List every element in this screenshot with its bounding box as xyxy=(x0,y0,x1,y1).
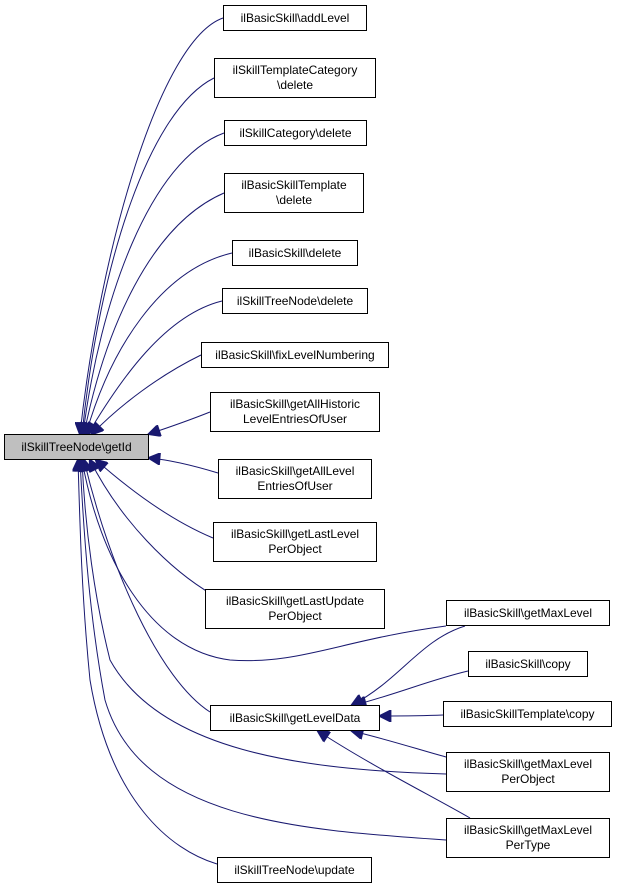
edge-getLastUpdate-to-focus xyxy=(90,460,214,596)
caller-node-copy[interactable]: ilBasicSkill\copy xyxy=(468,651,588,677)
node-label: ilBasicSkill\copy xyxy=(485,656,571,671)
edge-getMaxLevel-to-focus xyxy=(82,460,447,662)
node-label: \delete xyxy=(275,193,313,207)
caller-node-addLevel[interactable]: ilBasicSkill\addLevel xyxy=(223,5,367,31)
caller-node-tn-delete[interactable]: ilSkillTreeNode\delete xyxy=(222,288,368,314)
node-label: ilBasicSkill\getMaxLevel xyxy=(463,605,593,620)
node-label: EntriesOfUser xyxy=(257,479,333,493)
caller-node-bstpl-delete[interactable]: ilBasicSkillTemplate\delete xyxy=(224,173,364,213)
edge-getLastLevel-to-focus xyxy=(96,460,214,539)
node-label: ilBasicSkill\getAllHistoric xyxy=(229,397,361,411)
node-label: ilBasicSkill\delete xyxy=(248,245,342,260)
caller-node-getLevelData[interactable]: ilBasicSkill\getLevelData xyxy=(210,705,380,731)
node-label: ilBasicSkill\getLastUpdate xyxy=(225,594,365,608)
edge-tplcat-delete-to-focus xyxy=(82,77,215,434)
edge-bstpl-delete-to-focus xyxy=(84,192,225,434)
edge-tn-update-to-focus xyxy=(78,460,218,865)
node-label: ilSkillTreeNode\update xyxy=(234,862,355,877)
node-label: PerObject xyxy=(268,609,322,623)
node-label: ilBasicSkill\getLevelData xyxy=(229,710,361,725)
edge-tn-delete-to-focus xyxy=(88,300,223,434)
node-label: ilSkillTemplateCategory xyxy=(232,63,358,77)
focus-node: ilSkillTreeNode\getId xyxy=(4,434,149,460)
caller-node-bs-delete[interactable]: ilBasicSkill\delete xyxy=(232,240,358,266)
node-label: ilBasicSkill\getMaxLevel xyxy=(463,823,593,837)
edge-copy-to-getLevelData xyxy=(355,670,469,705)
node-label: ilBasicSkill\fixLevelNumbering xyxy=(215,347,375,362)
node-label: PerObject xyxy=(268,542,322,556)
node-label: PerType xyxy=(505,838,551,852)
edge-bs-delete-to-focus xyxy=(86,252,233,434)
node-label: ilSkillTreeNode\getId xyxy=(21,439,132,454)
edge-addLevel-to-focus xyxy=(80,17,224,434)
caller-node-cat-delete[interactable]: ilSkillCategory\delete xyxy=(224,120,367,146)
node-label: LevelEntriesOfUser xyxy=(242,412,348,426)
caller-node-fixLevelNumbering[interactable]: ilBasicSkill\fixLevelNumbering xyxy=(201,342,389,368)
edge-getAllLevel-to-focus xyxy=(149,458,219,474)
edge-cat-delete-to-focus xyxy=(83,132,225,434)
edge-getMaxLevel-to-getLevelData xyxy=(352,625,466,705)
edge-getAllHistoric-to-focus xyxy=(149,411,211,434)
node-label: ilBasicSkillTemplate\copy xyxy=(460,706,595,721)
node-label: PerObject xyxy=(501,772,555,786)
caller-node-tplcat-delete[interactable]: ilSkillTemplateCategory\delete xyxy=(214,58,376,98)
node-label: ilSkillCategory\delete xyxy=(239,125,352,140)
node-label: ilBasicSkillTemplate xyxy=(241,178,347,192)
edge-getMaxLevelPerType-to-getLevelData xyxy=(318,731,471,819)
node-label: ilSkillTreeNode\delete xyxy=(236,293,354,308)
node-label: ilBasicSkill\getLastLevel xyxy=(230,527,360,541)
edge-getLevelData-to-focus xyxy=(84,460,211,713)
node-label: ilBasicSkill\addLevel xyxy=(240,10,350,25)
node-label: ilBasicSkill\getAllLevel xyxy=(235,464,355,478)
caller-node-getMaxLevel[interactable]: ilBasicSkill\getMaxLevel xyxy=(446,600,610,626)
edge-getMaxLevelPerObject-to-getLevelData xyxy=(352,731,447,758)
node-label: \delete xyxy=(276,78,314,92)
caller-node-tpl-copy[interactable]: ilBasicSkillTemplate\copy xyxy=(443,701,612,727)
edge-getMaxLevelPerType-to-focus xyxy=(80,460,447,841)
node-label: ilBasicSkill\getMaxLevel xyxy=(463,757,593,771)
edge-fixLevelNumbering-to-focus xyxy=(92,354,202,434)
edge-tpl-copy-to-getLevelData xyxy=(380,715,444,716)
edge-getMaxLevelPerObject-to-focus xyxy=(82,460,447,775)
caller-node-tn-update[interactable]: ilSkillTreeNode\update xyxy=(217,857,372,883)
